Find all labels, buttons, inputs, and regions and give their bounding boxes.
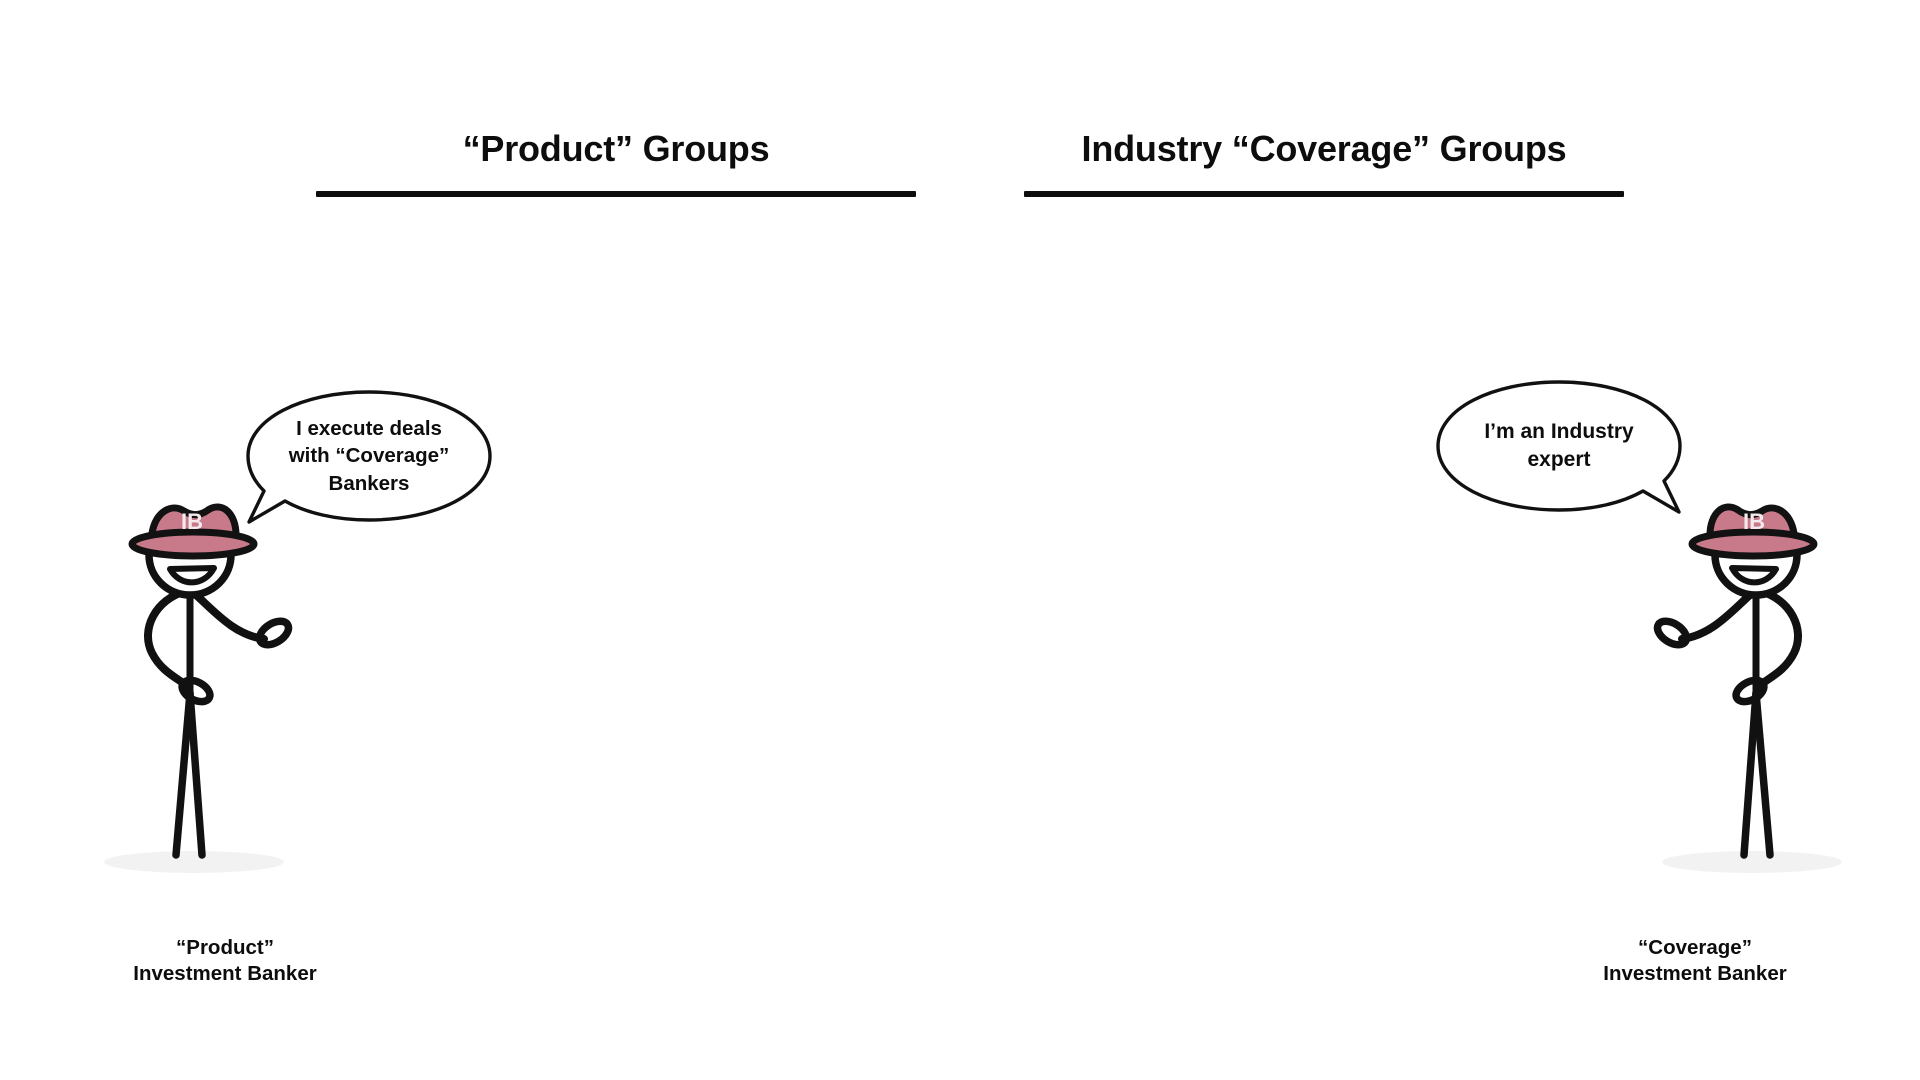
arm-front — [190, 589, 268, 643]
mouth — [167, 565, 217, 586]
column-heading-product-rule — [316, 191, 916, 198]
column-heading-coverage-rule — [1024, 191, 1624, 198]
speech-bubble-icon — [1436, 380, 1682, 514]
speech-bubble-coverage: I’m an Industry expert — [1434, 380, 1684, 514]
arm-front — [1678, 589, 1756, 643]
hand-back — [178, 676, 214, 706]
arm-back — [1754, 587, 1802, 691]
speech-bubble-icon — [246, 390, 492, 524]
stick-figure-icon: IB — [1653, 503, 1842, 873]
column-heading-product: “Product” Groups — [316, 128, 916, 198]
hat-brim — [1688, 528, 1818, 560]
speech-bubble-coverage-text: I’m an Industry expert — [1484, 420, 1634, 471]
caption-coverage-banker: “Coverage” Investment Banker — [1603, 936, 1787, 986]
column-heading-product-text: “Product” Groups — [462, 128, 770, 169]
ground-shadow-icon — [104, 851, 284, 873]
leg-right — [186, 689, 206, 859]
fedora-hat-icon: IB — [128, 503, 258, 560]
hand-front — [255, 617, 293, 649]
column-heading-coverage-text: Industry “Coverage” Groups — [1081, 128, 1567, 169]
arm-back — [144, 587, 192, 691]
speech-bubble-product: I execute deals with “Coverage” Bankers — [244, 390, 494, 524]
leg-left — [1752, 689, 1774, 859]
hat-label: IB — [181, 509, 203, 534]
leg-right — [1740, 689, 1760, 859]
hat-label: IB — [1743, 509, 1765, 534]
speech-bubble-product-text: I execute deals with “Coverage” Bankers — [288, 417, 450, 495]
hand-front — [1653, 617, 1691, 649]
caption-product-banker: “Product” Investment Banker — [133, 936, 317, 986]
fedora-hat-icon: IB — [1688, 503, 1818, 560]
ground-shadow-icon — [1662, 851, 1842, 873]
leg-left — [172, 689, 194, 859]
stick-figure-coverage-banker: IB — [1598, 503, 1842, 915]
mouth — [1729, 565, 1779, 586]
stick-figure-icon: IB — [104, 503, 293, 873]
hat-brim — [128, 528, 258, 560]
stick-figure-product-banker: IB — [104, 503, 348, 915]
column-heading-coverage: Industry “Coverage” Groups — [1024, 128, 1624, 198]
hand-back — [1732, 676, 1768, 706]
